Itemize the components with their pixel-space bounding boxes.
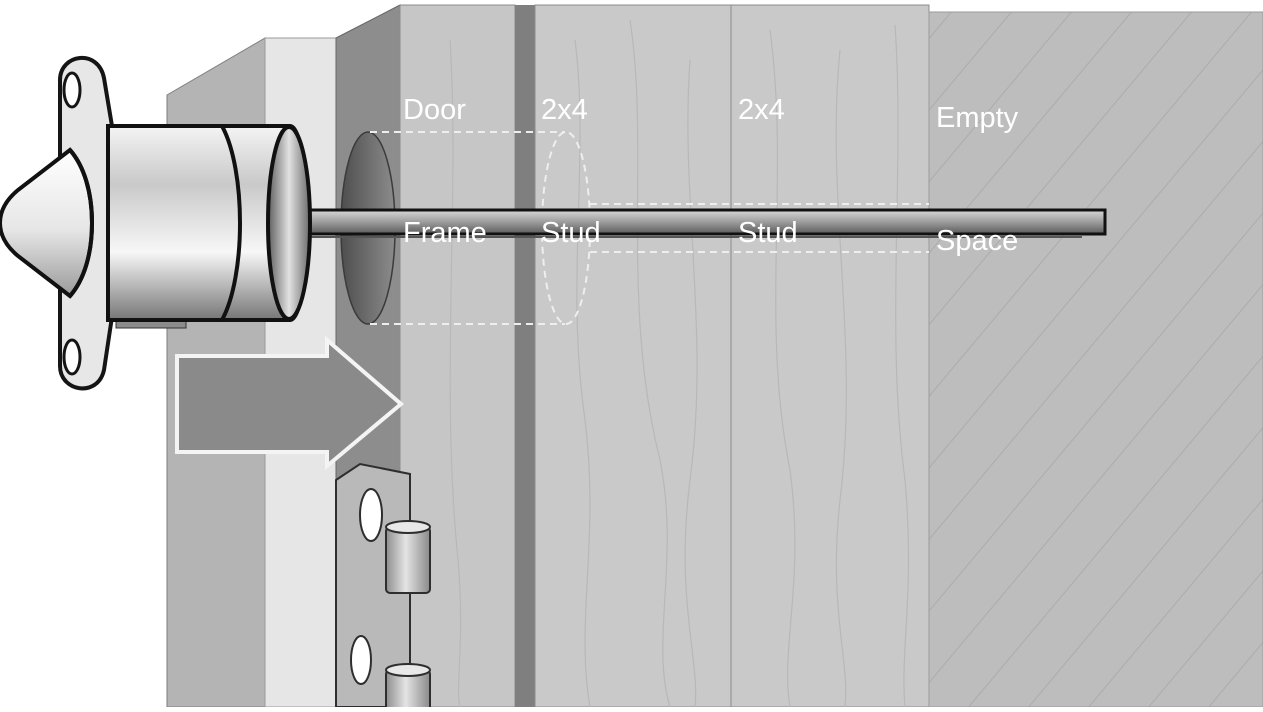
hinge-icon	[335, 462, 431, 712]
label-stud-1-line1: 2x4	[541, 94, 588, 126]
label-door-frame-line1: Door	[403, 94, 466, 126]
label-empty-space-line2: Space	[936, 225, 1019, 257]
label-empty-space-line1: Empty	[936, 102, 1019, 134]
label-stud-2: 2x4 Stud	[738, 8, 798, 336]
label-stud-2-line2: Stud	[738, 217, 798, 249]
wood-grain	[449, 19, 910, 708]
frame-stud-gap	[515, 5, 535, 707]
label-empty-space: Empty Space	[936, 16, 1018, 344]
label-door-frame: Door Frame	[403, 8, 487, 336]
empty-space	[928, 11, 1263, 708]
label-stud-1: 2x4 Stud	[541, 8, 601, 336]
direction-arrow-icon	[175, 335, 405, 471]
label-stud-2-line1: 2x4	[738, 94, 785, 126]
label-stud-1-line2: Stud	[541, 217, 601, 249]
stud-1	[534, 4, 732, 708]
sensor-icon	[0, 56, 312, 391]
label-door-frame-line2: Frame	[403, 217, 487, 249]
